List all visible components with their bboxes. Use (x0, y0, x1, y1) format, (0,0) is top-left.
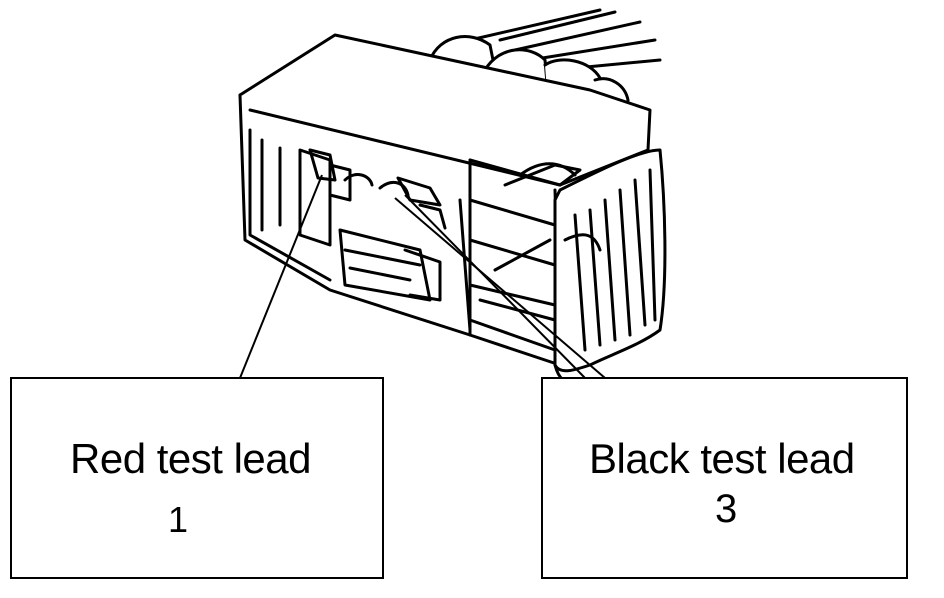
red-test-lead-pin: 1 (168, 499, 189, 540)
black-test-lead-label: Black test lead (589, 435, 855, 482)
black-test-lead-pin: 3 (715, 487, 738, 531)
black-test-lead-callout: Black test lead 3 (541, 377, 908, 579)
connector-housing (238, 33, 652, 367)
locking-tab (553, 148, 667, 387)
red-test-lead-label: Red test lead (70, 435, 312, 482)
red-test-lead-callout: Red test lead 1 (10, 377, 384, 579)
black-leader-line (394, 197, 606, 379)
black-leader-line-secondary (404, 194, 586, 379)
red-leader-line (239, 174, 323, 379)
